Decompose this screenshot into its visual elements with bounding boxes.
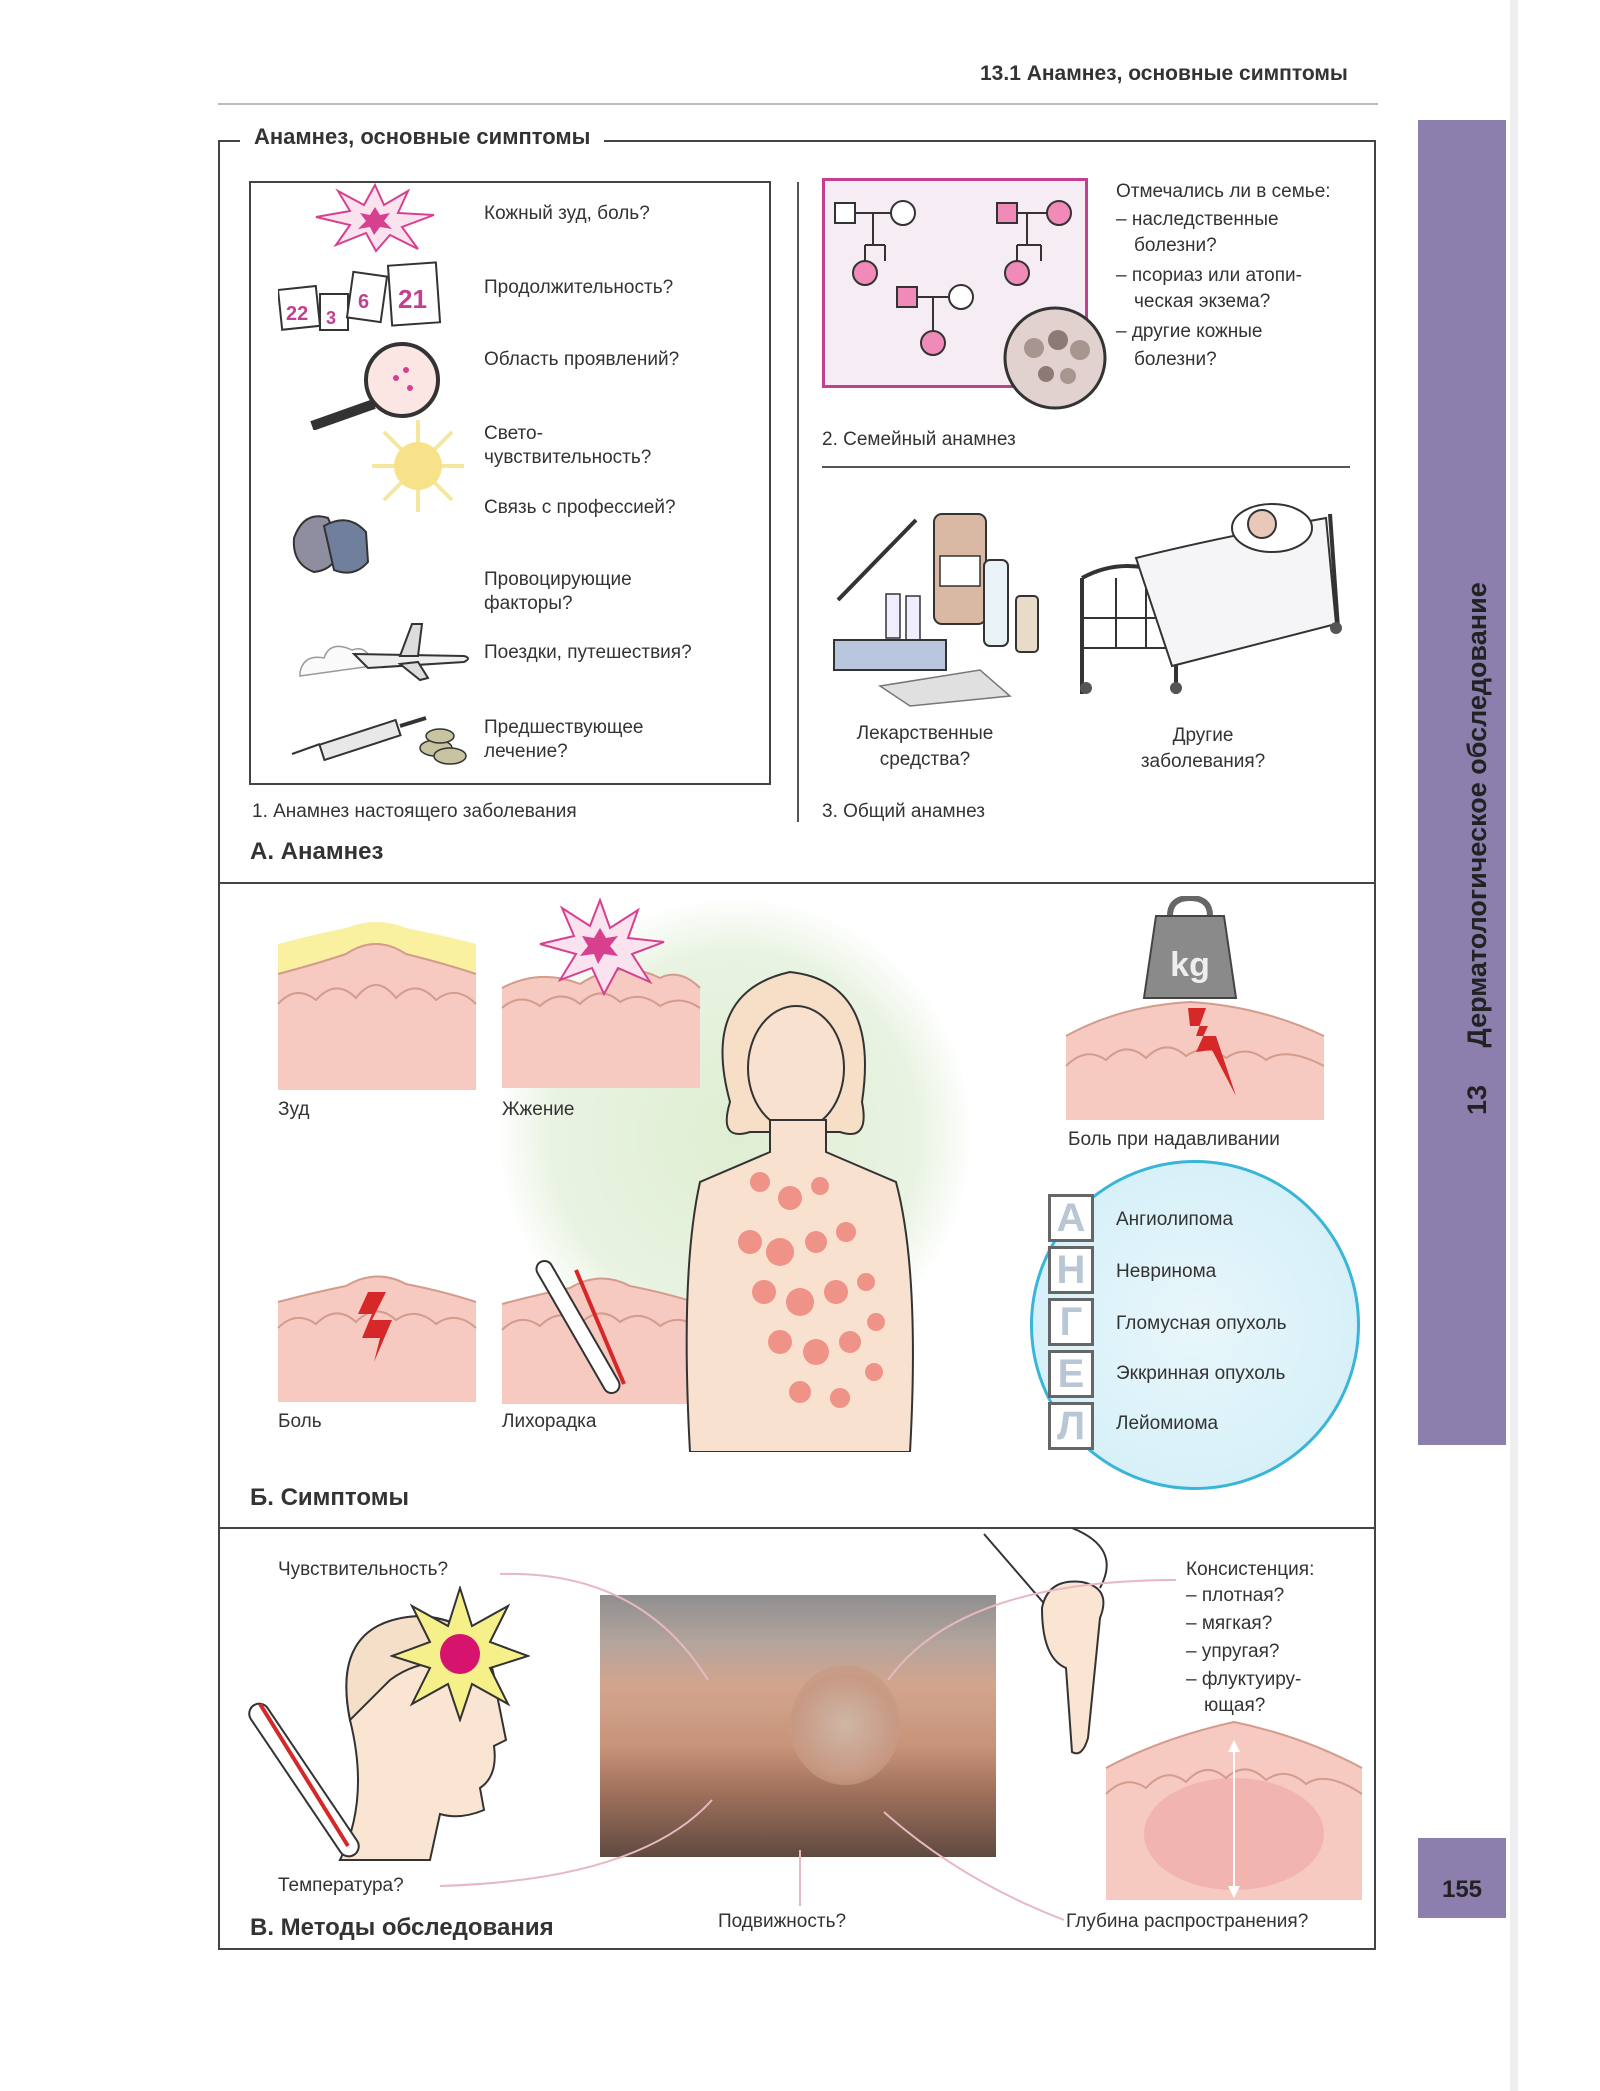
sensitivity-star-icon [390, 1586, 530, 1722]
calendar-day-2: 3 [326, 308, 336, 328]
page-number: 155 [1441, 1876, 1483, 1903]
pedigree-diagram [834, 200, 1072, 356]
question-treatment-2: лечение? [484, 741, 568, 762]
consistency-fluct-2: ющая? [1204, 1695, 1266, 1716]
question-duration: Продолжительность? [484, 277, 674, 298]
weight-label: kg [1170, 946, 1210, 984]
family-line-2: болезни? [1134, 235, 1217, 256]
mnemonic-letter-e: Е [1048, 1350, 1094, 1398]
tumor-leiomyoma: Лейомиома [1116, 1413, 1219, 1434]
question-photo-2: чувствительность? [484, 447, 652, 468]
question-itch: Кожный зуд, боль? [484, 203, 650, 224]
calendar-day-1: 22 [286, 303, 308, 325]
pain-skin-panel [277, 1275, 477, 1402]
consistency-elastic: – упругая? [1186, 1641, 1280, 1662]
page-number-tab [1418, 1838, 1506, 1918]
section-a-label: А. Анамнез [250, 838, 384, 865]
mnemonic-letter-g: Г [1048, 1298, 1094, 1346]
tumor-glomus: Гломусная опухоль [1116, 1313, 1287, 1334]
family-line-6: болезни? [1134, 349, 1217, 370]
thermometer-icon [248, 1702, 360, 1858]
calendar-day-3: 6 [358, 291, 369, 313]
drugs-label-1: Лекарственные [856, 723, 994, 744]
caption-general-history: 3. Общий анамнез [822, 801, 985, 822]
pressure-pain-panel: kg [1065, 896, 1325, 1120]
drugs-label-2: средства? [879, 749, 971, 770]
section-b-label: Б. Симптомы [250, 1484, 409, 1511]
family-line-3: – псориаз или атопи- [1116, 265, 1302, 286]
magnifier-icon [310, 342, 440, 430]
tumor-neurinoma: Невринома [1116, 1261, 1217, 1282]
mobility-question: Подвижность? [718, 1911, 847, 1932]
itch-skin-panel [277, 922, 477, 1090]
section-divider-a-b [218, 882, 1376, 884]
family-line-4: ческая экзема? [1134, 291, 1271, 312]
consistency-soft: – мягкая? [1186, 1613, 1273, 1634]
question-factors-1: Провоцирующие [484, 569, 632, 590]
caption-family: 2. Семейный анамнез [822, 429, 1016, 450]
running-header: 13.1 Анамнез, основные симптомы [980, 62, 1348, 85]
calendar-day-4: 21 [398, 284, 427, 314]
question-area: Область проявлений? [484, 349, 680, 370]
caption-current-illness: 1. Анамнез настоящего заболевания [252, 801, 577, 822]
frame-title: Анамнез, основные симптомы [240, 124, 605, 150]
sun-icon [372, 420, 464, 512]
symptom-pain: Боль [278, 1411, 322, 1432]
mnemonic-letter-l: Л [1048, 1402, 1094, 1450]
symptom-itch: Зуд [278, 1099, 310, 1120]
itch-pain-icon [315, 183, 435, 253]
sensitivity-question: Чувствительность? [278, 1559, 449, 1580]
hospital-bed-icon [1080, 503, 1342, 694]
question-travel: Поездки, путешествия? [484, 642, 692, 663]
consistency-firm: – плотная? [1186, 1585, 1285, 1606]
temperature-question: Температура? [278, 1875, 404, 1896]
family-question: Отмечались ли в семье: [1116, 181, 1331, 202]
burning-skin-panel [501, 898, 701, 1088]
column-divider [797, 182, 799, 822]
question-treatment-1: Предшествующее [484, 717, 644, 738]
family-line-1: – наследственные [1116, 209, 1279, 230]
fever-skin-panel [501, 1259, 701, 1404]
section-divider-b-c [218, 1527, 1376, 1529]
consistency-fluct-1: – флуктуиру- [1186, 1669, 1302, 1690]
family-divider [822, 466, 1350, 468]
pedigree-chart [822, 178, 1088, 388]
section-c-label: В. Методы обследования [250, 1914, 554, 1941]
main-frame [218, 140, 1376, 1950]
other-diseases-label-2: заболевания? [1140, 751, 1266, 772]
mnemonic-letter-n: Н [1048, 1246, 1094, 1294]
airplane-icon [299, 623, 469, 682]
calendar-icon: 22 3 6 21 [278, 261, 442, 331]
other-diseases-label-1: Другие [1172, 725, 1234, 746]
depth-question: Глубина распространения? [1066, 1911, 1309, 1932]
header-rule [218, 103, 1378, 105]
question-photo-1: Свето- [484, 423, 543, 444]
medications-icon [833, 513, 1039, 707]
family-photo-icon [1003, 306, 1107, 410]
palpating-finger [983, 1528, 1108, 1755]
tumor-eccrine: Эккринная опухоль [1116, 1363, 1286, 1384]
pressure-pain-label: Боль при надавливании [1068, 1129, 1280, 1150]
question-factors-2: факторы? [484, 593, 573, 614]
chapter-sidebar [1418, 120, 1506, 1445]
question-profession: Связь с профессией? [484, 497, 676, 518]
current-illness-box [249, 181, 771, 785]
symptom-fever: Лихорадка [502, 1411, 597, 1432]
patient-figure [685, 970, 914, 1452]
tumor-angiolipoma: Ангиолипома [1116, 1209, 1234, 1230]
symptom-burning: Жжение [502, 1099, 575, 1120]
consistency-title: Консистенция: [1186, 1559, 1315, 1580]
work-gloves-icon [292, 515, 370, 574]
lesion-bump [790, 1665, 900, 1785]
page-edge [1510, 0, 1518, 2091]
syringe-icon [291, 716, 467, 765]
family-line-5: – другие кожные [1116, 321, 1263, 342]
depth-skin-panel [1105, 1720, 1363, 1900]
mnemonic-letter-a: А [1048, 1194, 1094, 1242]
